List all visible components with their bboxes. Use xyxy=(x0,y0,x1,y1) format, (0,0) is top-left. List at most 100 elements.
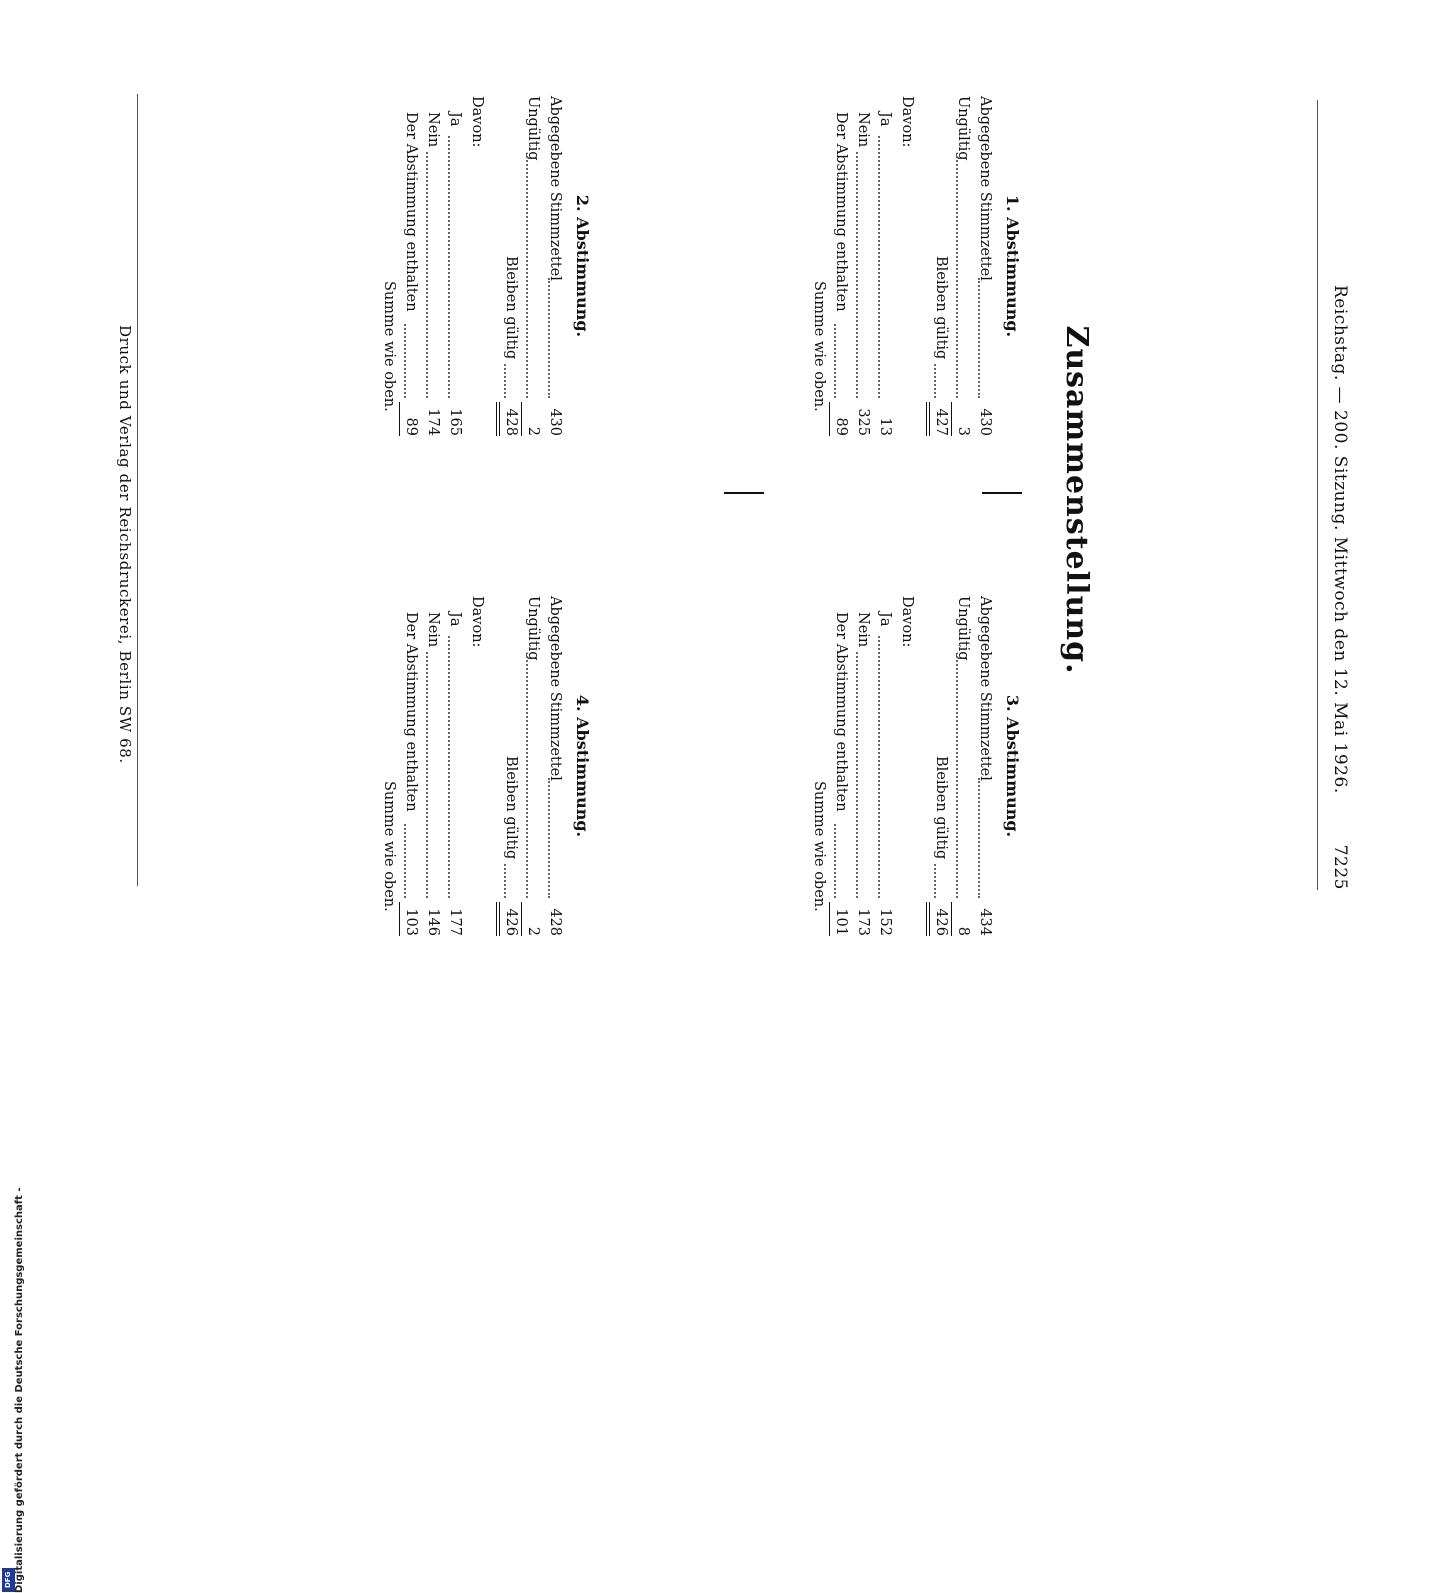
leader-dots xyxy=(404,824,422,898)
leader-dots xyxy=(834,324,852,398)
row-ja: Ja 13 xyxy=(874,96,896,436)
row-summe: Summe wie oben. xyxy=(378,596,400,936)
label: Bleiben gültig xyxy=(933,256,949,360)
row-ungueltig: Ungültig 8 xyxy=(951,596,974,936)
value: 13 xyxy=(877,417,893,436)
vote-heading: 4. Abstimmung. xyxy=(573,694,592,838)
row-ja: Ja 165 xyxy=(444,96,466,436)
row-ja: Ja 152 xyxy=(874,596,896,936)
leader-dots xyxy=(878,136,896,398)
vote-heading: 2. Abstimmung. xyxy=(573,194,592,338)
label: Bleiben gültig xyxy=(503,256,519,360)
label: Abgegebene Stimmzettel xyxy=(547,596,563,781)
label: Abgegebene Stimmzettel xyxy=(977,596,993,781)
leader-dots xyxy=(548,778,566,898)
value: 2 xyxy=(521,402,544,436)
label: Der Abstimmung enthalten xyxy=(833,612,849,812)
row-ungueltig: Ungültig 2 xyxy=(521,96,544,436)
row-enthalten: Der Abstimmung enthalten 89 xyxy=(829,96,852,436)
label: Der Abstimmung enthalten xyxy=(833,112,849,312)
row-gueltig: Bleiben gültig 426 xyxy=(496,596,522,936)
label: Ja xyxy=(877,612,893,627)
leader-dots xyxy=(856,152,874,398)
leader-dots xyxy=(526,656,544,898)
dfg-credit-text: Digitalisierung gefördert durch die Deut… xyxy=(14,1187,25,1593)
label: Davon: xyxy=(899,596,915,648)
label: Nein xyxy=(855,612,871,648)
vote-block-3: 3. Abstimmung. Abgegebene Stimmzettel 43… xyxy=(808,596,1024,936)
label: Summe wie oben. xyxy=(381,781,397,912)
value: 103 xyxy=(399,902,422,936)
page-number: 7225 xyxy=(1330,844,1350,890)
label: Ja xyxy=(447,112,463,127)
value: 434 xyxy=(977,908,993,936)
leader-dots xyxy=(504,864,522,898)
row-abgegebene: Abgegebene Stimmzettel 428 xyxy=(544,596,566,936)
leader-dots xyxy=(934,364,952,398)
value: 89 xyxy=(399,402,422,436)
row-davon: Davon: xyxy=(466,96,488,436)
value: 152 xyxy=(877,908,893,936)
value: 2 xyxy=(521,902,544,936)
leader-dots xyxy=(934,864,952,898)
column-rule xyxy=(724,492,764,494)
value: 165 xyxy=(447,408,463,436)
leader-dots xyxy=(526,156,544,398)
label: Nein xyxy=(425,612,441,648)
vote-block-1: 1. Abstimmung. Abgegebene Stimmzettel 43… xyxy=(808,96,1024,436)
row-summe: Summe wie oben. xyxy=(378,96,400,436)
value: 173 xyxy=(855,908,871,936)
row-davon: Davon: xyxy=(896,96,918,436)
row-abgegebene: Abgegebene Stimmzettel 434 xyxy=(974,596,996,936)
value: 427 xyxy=(926,402,952,436)
label: Nein xyxy=(855,112,871,148)
row-abgegebene: Abgegebene Stimmzettel 430 xyxy=(544,96,566,436)
row-ungueltig: Ungültig 2 xyxy=(521,596,544,936)
row-nein: Nein 173 xyxy=(852,596,874,936)
header-rule xyxy=(1317,100,1318,890)
row-abgegebene: Abgegebene Stimmzettel 430 xyxy=(974,96,996,436)
label: Summe wie oben. xyxy=(811,781,827,912)
leader-dots xyxy=(426,652,444,898)
label: Summe wie oben. xyxy=(811,281,827,412)
row-nein: Nein 146 xyxy=(422,596,444,936)
label: Abgegebene Stimmzettel xyxy=(977,96,993,281)
leader-dots xyxy=(856,652,874,898)
value: 3 xyxy=(951,402,974,436)
label: Ungültig xyxy=(955,96,971,161)
running-head: Reichstag. — 200. Sitzung. Mittwoch den … xyxy=(1326,90,1350,890)
value: 89 xyxy=(829,402,852,436)
value: 430 xyxy=(977,408,993,436)
value: 426 xyxy=(926,902,952,936)
running-head-title: Reichstag. — 200. Sitzung. Mittwoch den … xyxy=(1330,285,1350,794)
row-enthalten: Der Abstimmung enthalten 101 xyxy=(829,596,852,936)
label: Der Abstimmung enthalten xyxy=(403,612,419,812)
row-gueltig: Bleiben gültig 426 xyxy=(926,596,952,936)
leader-dots xyxy=(426,152,444,398)
label: Der Abstimmung enthalten xyxy=(403,112,419,312)
row-enthalten: Der Abstimmung enthalten 89 xyxy=(399,96,422,436)
value: 146 xyxy=(425,908,441,936)
value: 177 xyxy=(447,908,463,936)
leader-dots xyxy=(878,636,896,898)
label: Ja xyxy=(447,612,463,627)
digitization-note: Digitalisierung gefördert durch die Deut… xyxy=(0,600,25,1593)
value: 428 xyxy=(496,402,522,436)
value: 426 xyxy=(496,902,522,936)
imprint: Druck und Verlag der Reichsdruckerei, Be… xyxy=(116,325,134,764)
label: Ungültig xyxy=(525,596,541,661)
leader-dots xyxy=(548,278,566,398)
leader-dots xyxy=(956,656,974,898)
dfg-logo-icon: DFG xyxy=(2,1568,15,1592)
row-enthalten: Der Abstimmung enthalten 103 xyxy=(399,596,422,936)
page-title: Zusammenstellung. xyxy=(1059,325,1094,675)
leader-dots xyxy=(956,156,974,398)
label: Ungültig xyxy=(525,96,541,161)
row-davon: Davon: xyxy=(896,596,918,936)
value: 430 xyxy=(547,408,563,436)
row-nein: Nein 174 xyxy=(422,96,444,436)
row-ungueltig: Ungültig 3 xyxy=(951,96,974,436)
leader-dots xyxy=(978,778,996,898)
leader-dots xyxy=(404,324,422,398)
value: 325 xyxy=(855,408,871,436)
